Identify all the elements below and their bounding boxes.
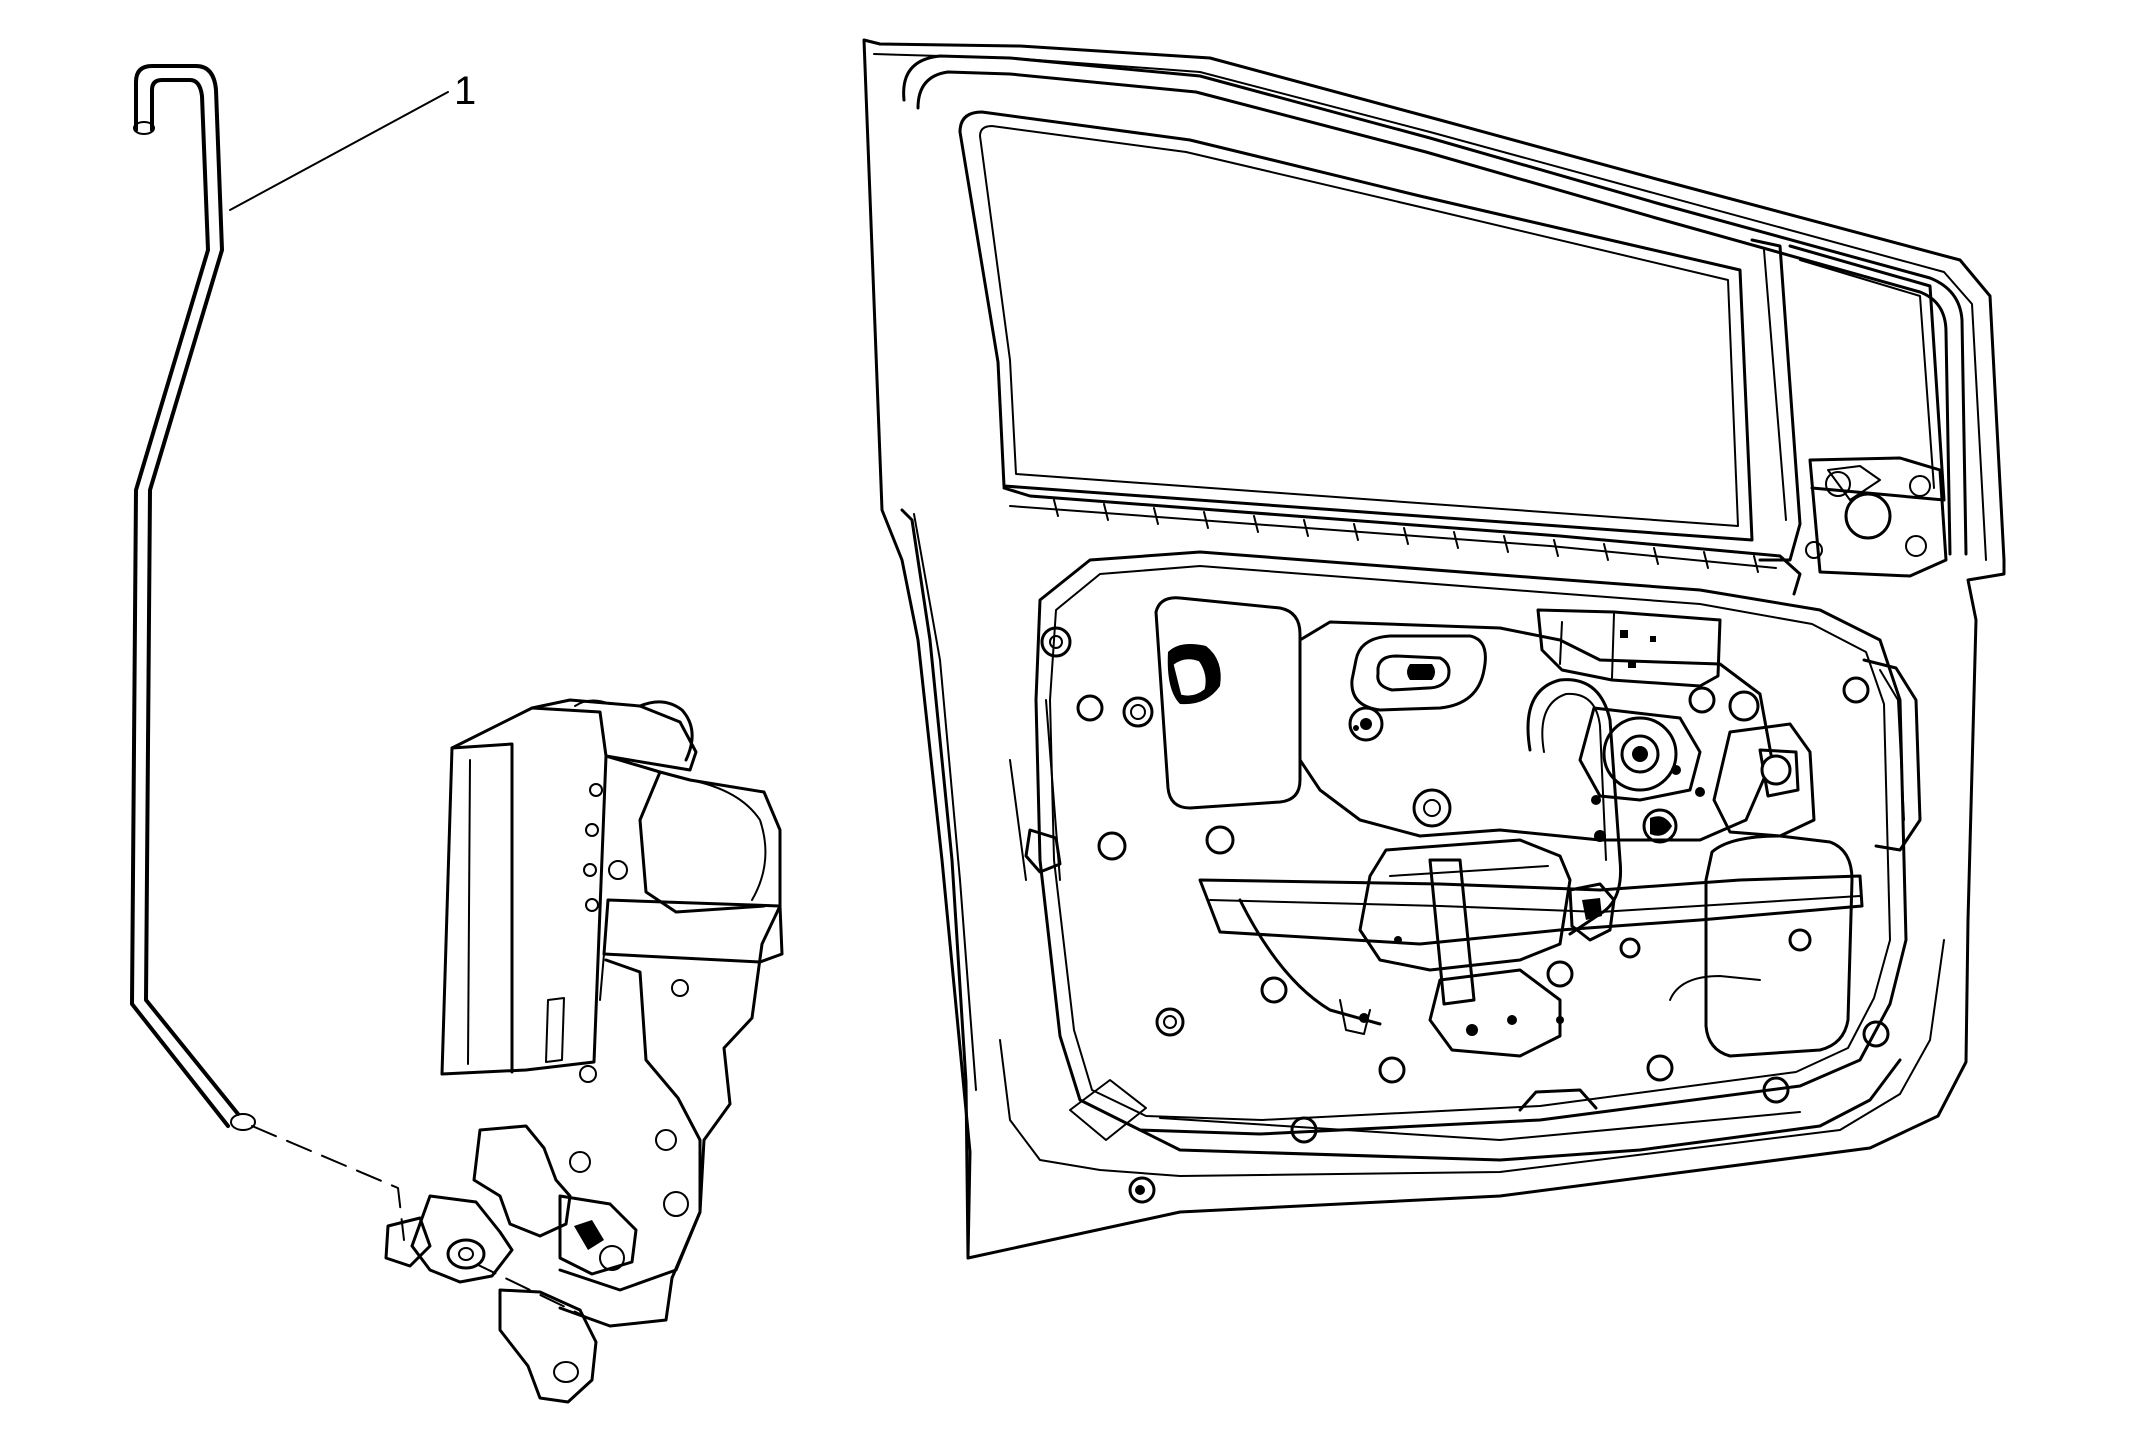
callout-number-1: 1 [454, 69, 476, 113]
engagement-dash-line [251, 1125, 405, 1241]
belt-clips [1053, 499, 1759, 573]
fastener-holes [1040, 626, 1890, 1204]
front-door-assembly [862, 38, 2006, 1260]
callout-leader-line [229, 91, 449, 211]
latch-rod [130, 64, 256, 1131]
door-latch-assembly [384, 698, 784, 1404]
